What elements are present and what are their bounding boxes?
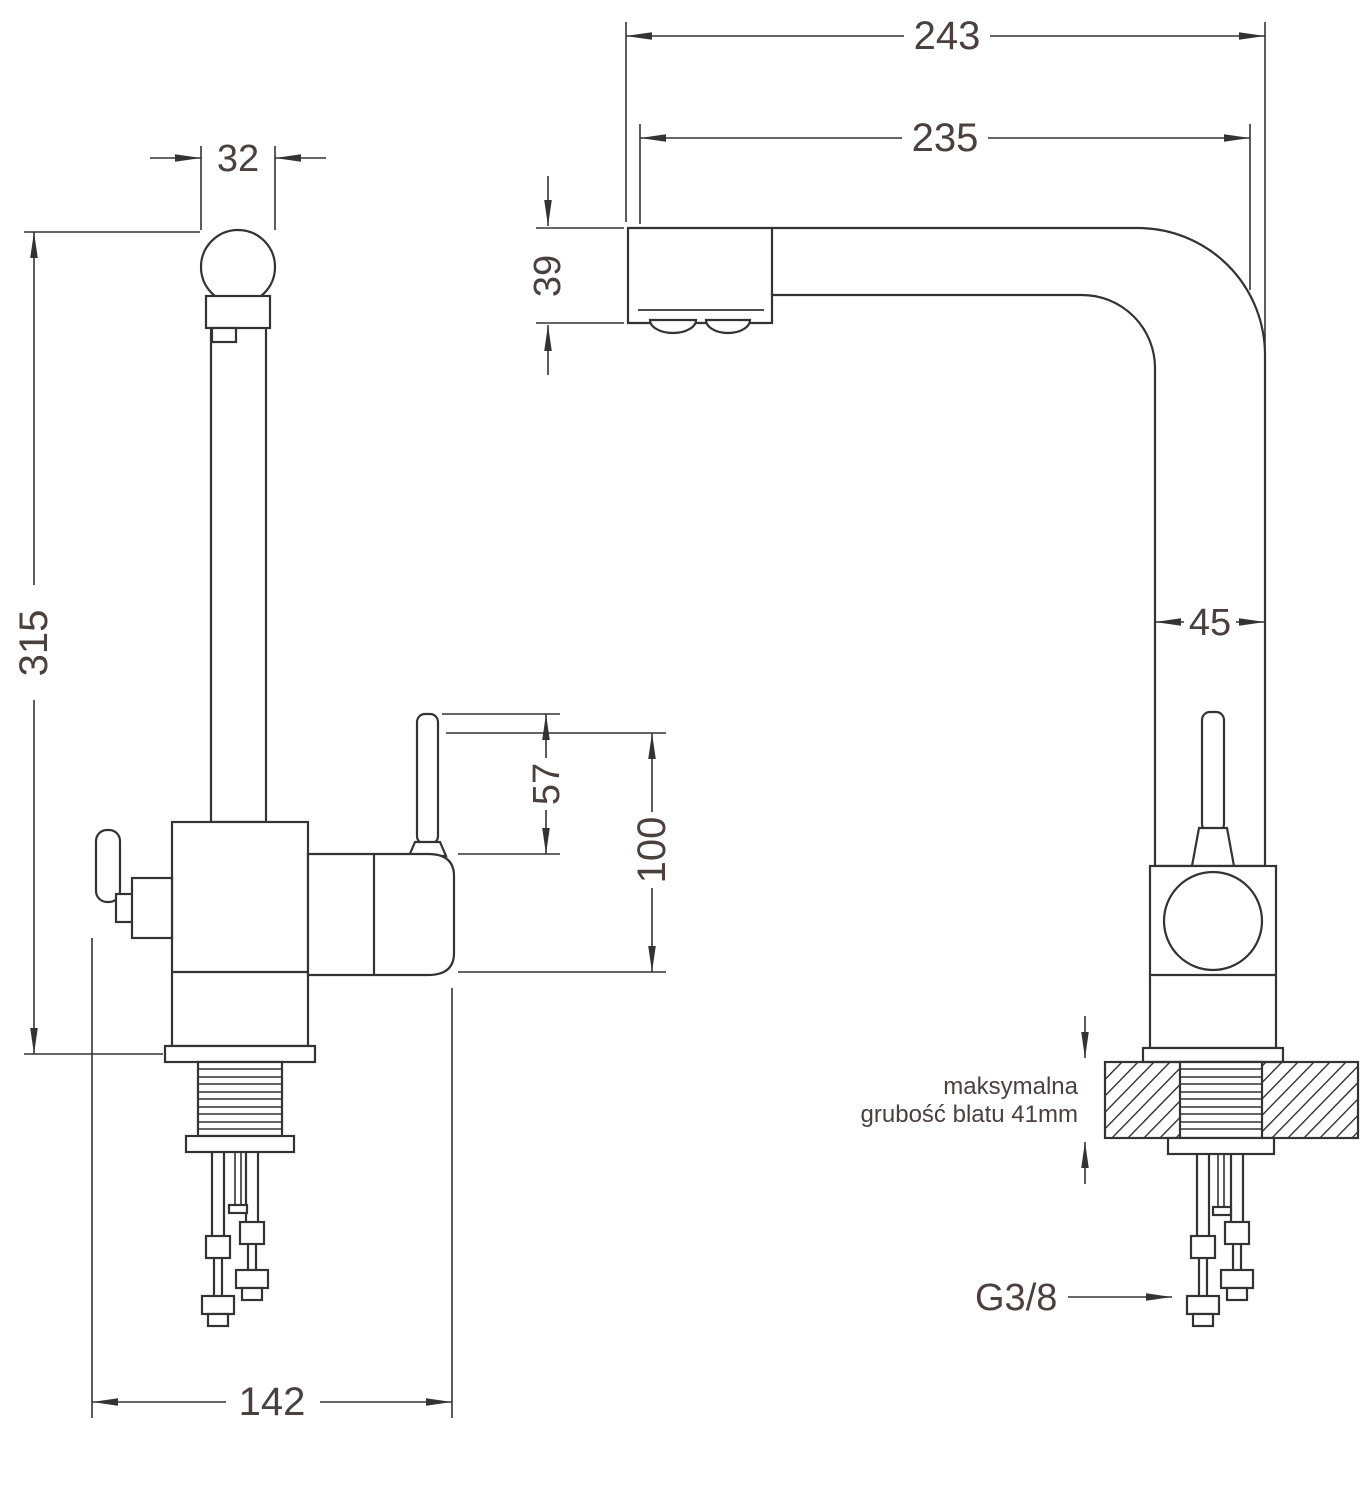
dim-total-height: 315 — [12, 610, 56, 677]
ext-142 — [91, 938, 453, 1418]
hose-d-lower — [1231, 1244, 1243, 1270]
spout-neck-block — [204, 294, 272, 330]
hose-a-fitting — [204, 1234, 232, 1260]
dim-base-span: 142 — [239, 1380, 306, 1424]
ext-100 — [446, 732, 666, 973]
hose-d-fitting — [1223, 1220, 1251, 1246]
thread-stem-side — [1178, 1060, 1264, 1140]
dim-spout-reach: 235 — [912, 116, 979, 160]
hose-b-nipple — [240, 1286, 264, 1302]
aerator-bump-1 — [648, 318, 698, 335]
mixer-handle-front — [306, 712, 456, 977]
mixer-handle-side — [1190, 710, 1236, 868]
mixer-handle-rod — [415, 712, 440, 846]
hose-a-upper — [210, 1152, 226, 1236]
hose-a-lower — [212, 1258, 224, 1296]
thread-size-label: G3/8 — [975, 1277, 1057, 1319]
mount-nut-side — [1166, 1136, 1276, 1156]
mount-stud — [234, 1152, 242, 1205]
aerator-bump-2 — [704, 318, 752, 335]
hose-b-fitting — [238, 1220, 266, 1246]
supply-hoses-front — [200, 1152, 270, 1328]
faucet-body-front — [170, 820, 310, 1048]
dim-total-reach: 243 — [914, 14, 981, 58]
dim-lever-height: 57 — [526, 763, 568, 805]
spout-cap — [199, 228, 277, 306]
hose-d-upper — [1229, 1154, 1245, 1222]
mixer-handle-flare-side — [1190, 826, 1236, 868]
ext-315 — [24, 231, 200, 1055]
hose-d-nut — [1219, 1268, 1255, 1290]
dimension-annotations — [24, 22, 1266, 1418]
filter-lever — [94, 828, 174, 940]
body-block — [170, 820, 310, 1048]
hose-d-nipple — [1225, 1286, 1249, 1302]
dim-pipe-width: 45 — [1189, 602, 1231, 644]
spout-column — [209, 324, 268, 824]
hose-c-nut — [1185, 1294, 1221, 1316]
hose-c-fitting — [1189, 1234, 1217, 1260]
dim-spout-cap-width: 32 — [217, 138, 259, 180]
hose-b-lower — [246, 1244, 258, 1270]
annotation-countertop-line2: grubość blatu 41mm — [861, 1101, 1078, 1128]
mount-nut — [184, 1134, 296, 1154]
stud-washer — [227, 1203, 249, 1215]
dimension-labels: 32 315 57 100 142 243 235 39 45 maksymal… — [12, 14, 1231, 1424]
body-joint-circle — [1162, 870, 1264, 972]
spout-front — [199, 228, 277, 824]
hose-c-upper — [1195, 1154, 1211, 1236]
dim-body-height: 100 — [630, 817, 674, 884]
annotation-countertop-line1: maksymalna — [943, 1073, 1078, 1100]
countertop-section — [1103, 1060, 1360, 1156]
hose-c-lower — [1197, 1258, 1209, 1296]
mounting-front — [163, 1044, 317, 1154]
front-view — [94, 228, 456, 1328]
ext-39 — [536, 227, 624, 324]
ext-57 — [442, 713, 560, 855]
supply-hoses-side — [1185, 1154, 1255, 1328]
base-flange-side — [1141, 1046, 1285, 1064]
mixer-handle-rod-side — [1200, 710, 1226, 834]
stud-washer-side — [1211, 1205, 1233, 1217]
ext-243 — [625, 22, 1266, 348]
thread-lines-side — [1180, 1068, 1262, 1130]
base-flange — [163, 1044, 317, 1064]
dim-spout-head-height: 39 — [527, 255, 569, 297]
hose-c-nipple — [1191, 1312, 1215, 1328]
faucet-body-side — [1141, 864, 1285, 1064]
hose-a-nut — [200, 1294, 236, 1316]
hose-a-nipple — [206, 1312, 230, 1328]
aerator-outlet — [210, 326, 238, 344]
filter-lever-hub — [130, 876, 174, 940]
filter-lever-rod — [94, 828, 122, 904]
thread-lines — [198, 1068, 282, 1130]
hose-b-nut — [234, 1268, 270, 1290]
mount-stud-side — [1217, 1154, 1225, 1207]
side-view — [626, 226, 1360, 1328]
mixer-cartridge — [306, 852, 456, 977]
